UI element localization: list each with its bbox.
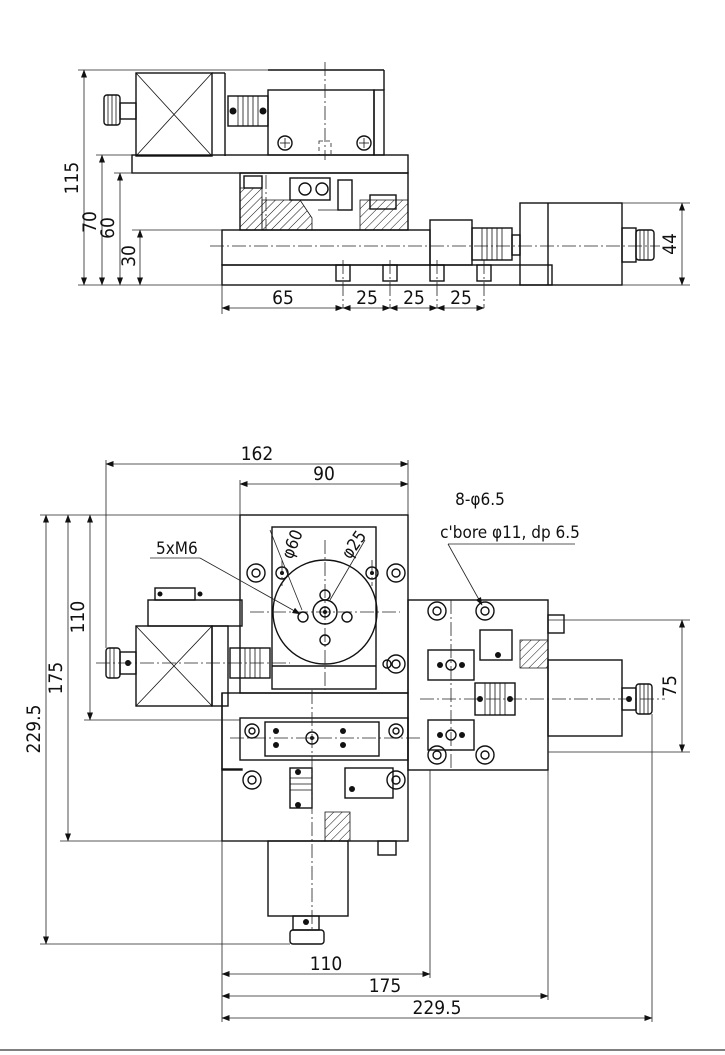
dim-229-left: 229.5: [23, 705, 45, 754]
upper-stage-top: [239, 514, 409, 694]
right-motor-top: [407, 599, 665, 771]
label-phi25: φ25: [338, 527, 371, 563]
dim-110-left: 110: [67, 601, 89, 634]
dim-115: 115: [61, 162, 83, 195]
label-cbore: c'bore φ11, dp 6.5: [440, 523, 580, 543]
dim-229-bottom: 229.5: [413, 997, 462, 1019]
label-5xm6: 5xM6: [156, 539, 198, 559]
dim-162: 162: [241, 443, 274, 465]
upper-motor: [103, 62, 385, 160]
label-phi60: φ60: [278, 527, 308, 562]
base-stage: [210, 202, 660, 308]
dim-25-c: 25: [450, 287, 472, 309]
dim-70: 70: [79, 211, 101, 233]
dim-175-left: 175: [45, 662, 67, 695]
dim-25-a: 25: [356, 287, 378, 309]
side-view: 115 70 60 30 44 65 25 25 25: [61, 62, 690, 314]
dim-44: 44: [659, 233, 681, 255]
dim-60: 60: [97, 217, 119, 239]
dim-90: 90: [313, 463, 335, 485]
left-motor-top: [96, 587, 290, 707]
bottom-motor-top: [267, 840, 397, 945]
base-plate-top: [221, 690, 420, 930]
top-view: 162 90 110 175 229.5 75: [23, 443, 690, 1022]
middle-plate: [131, 154, 409, 231]
top-dimensions: 162 90 110 175 229.5 75: [23, 443, 690, 1022]
dim-110-bottom: 110: [310, 953, 343, 975]
dim-65: 65: [272, 287, 294, 309]
side-dimensions: 115 70 60 30 44 65 25 25 25: [61, 69, 690, 314]
dim-75: 75: [659, 675, 681, 697]
dim-30: 30: [118, 245, 140, 267]
dim-175-bottom: 175: [369, 975, 402, 997]
dim-25-b: 25: [403, 287, 425, 309]
label-holes: 8-φ6.5: [455, 490, 505, 510]
